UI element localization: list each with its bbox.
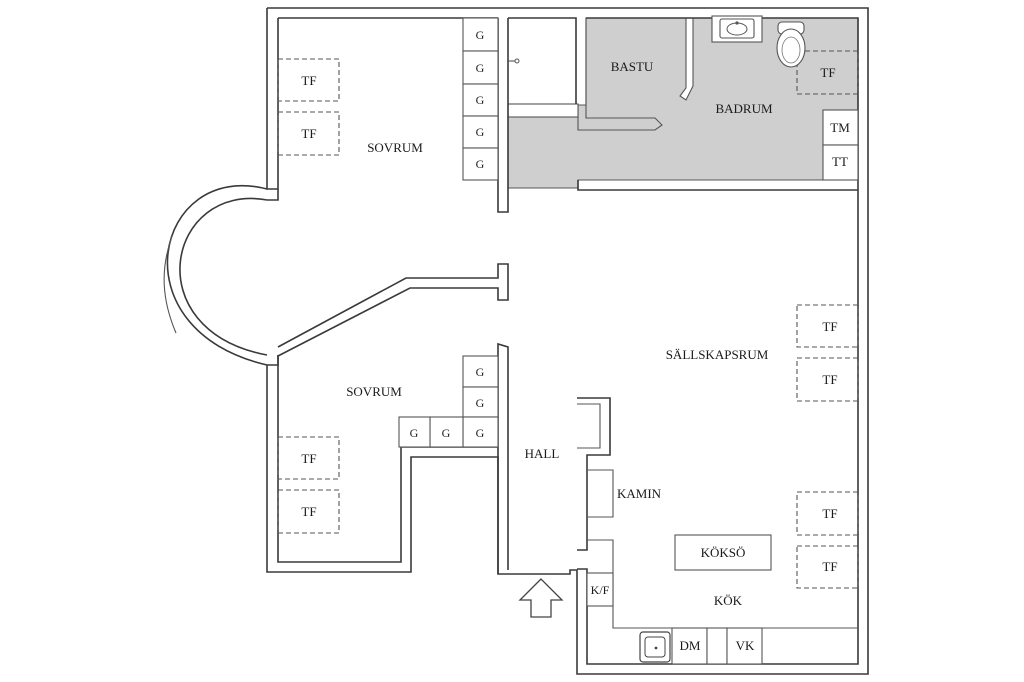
wardrobes-bottom: G G G G G: [398, 355, 499, 448]
window-tf: [796, 304, 859, 348]
window-label: TF: [822, 319, 837, 334]
wardrobes-top: G G G G G: [462, 17, 499, 181]
dm-box: [671, 627, 708, 665]
window-tf: [277, 58, 340, 102]
counter-box: [706, 627, 728, 665]
hall-wall: [497, 342, 509, 574]
tt-box: [822, 144, 859, 181]
room-label-sallskapsrum: SÄLLSKAPSRUM: [666, 347, 769, 362]
kf-label: K/F: [591, 583, 610, 597]
wardrobe: [462, 115, 499, 149]
window-tf: [277, 111, 340, 156]
entrance-arrow-icon: [518, 578, 564, 618]
wardrobe: [462, 50, 499, 85]
room-label-bastu: BASTU: [611, 59, 654, 74]
window-tf: [796, 357, 859, 402]
wardrobe-label: G: [476, 125, 485, 139]
wardrobe-label: G: [410, 426, 419, 440]
window-label: TF: [301, 73, 316, 88]
bay-arc-outer: [166, 184, 268, 366]
vk-box: [726, 627, 763, 665]
dm-label: DM: [680, 638, 701, 653]
room-label-sovrum-top: SOVRUM: [367, 140, 423, 155]
window-label: TF: [822, 559, 837, 574]
kf-box: [586, 572, 614, 607]
diagonal-wall: [277, 263, 509, 357]
room-label-hall: HALL: [525, 446, 560, 461]
room-label-sovrum-bottom: SOVRUM: [346, 384, 402, 399]
window-tf: [277, 436, 340, 480]
vk-label: VK: [736, 638, 755, 653]
wardrobe: [462, 147, 499, 181]
bastu-floor: [507, 17, 859, 189]
tap-icon: [508, 58, 520, 64]
bastu-inner-wall: [577, 18, 663, 131]
bay-window: [163, 184, 268, 366]
window-tf: [277, 489, 340, 534]
wardrobe: [429, 416, 464, 448]
bay-glazing: [163, 235, 177, 334]
wardrobe-label: G: [476, 61, 485, 75]
bench: [507, 103, 579, 118]
windows: TF TF TF TF TF TF TF TF TF: [277, 50, 859, 589]
window-tf: [796, 491, 859, 536]
wardrobe-label: G: [476, 157, 485, 171]
kitchen: KÖKSÖ KAMIN K/F DM VK: [586, 469, 858, 665]
room-labels: SOVRUM SOVRUM BASTU BADRUM SÄLLSKAPSRUM …: [346, 59, 773, 608]
window-label: TF: [822, 506, 837, 521]
room-label-badrum: BADRUM: [715, 101, 773, 116]
wardrobe: [462, 17, 499, 52]
window-label: TF: [822, 372, 837, 387]
tt-label: TT: [832, 154, 848, 169]
window-label: TF: [820, 65, 835, 80]
chimney: [577, 397, 611, 551]
wardrobe: [398, 416, 431, 448]
chimney-inner: [577, 403, 601, 449]
kamin-label: KAMIN: [617, 486, 662, 501]
tm-label: TM: [830, 120, 850, 135]
wet-rooms: [507, 17, 859, 189]
window-label: TF: [301, 451, 316, 466]
window-label: TF: [301, 504, 316, 519]
wardrobe: [462, 83, 499, 117]
window-tf: [796, 545, 859, 589]
wardrobe: [462, 416, 499, 448]
toilet-icon: [776, 21, 806, 68]
kitchen-sink-icon: [639, 631, 671, 663]
wardrobe-label: G: [476, 426, 485, 440]
kokso-box: [674, 534, 772, 571]
wardrobe-label: G: [476, 93, 485, 107]
kokso-label: KÖKSÖ: [701, 545, 746, 560]
bedroom-divider: [497, 18, 509, 213]
sink-icon: [711, 15, 763, 43]
bath-wall: [577, 180, 858, 191]
wardrobe-label: G: [476, 396, 485, 410]
wall-join: [267, 189, 279, 201]
wardrobe-label: G: [442, 426, 451, 440]
room-label-kok: KÖK: [714, 593, 743, 608]
wardrobe-label: G: [476, 365, 485, 379]
window-label: TF: [301, 126, 316, 141]
window-tf: [796, 50, 859, 95]
wardrobe-label: G: [476, 28, 485, 42]
bay-arc-inner: [179, 197, 268, 356]
bathroom-fixtures: TM TT: [508, 15, 859, 181]
